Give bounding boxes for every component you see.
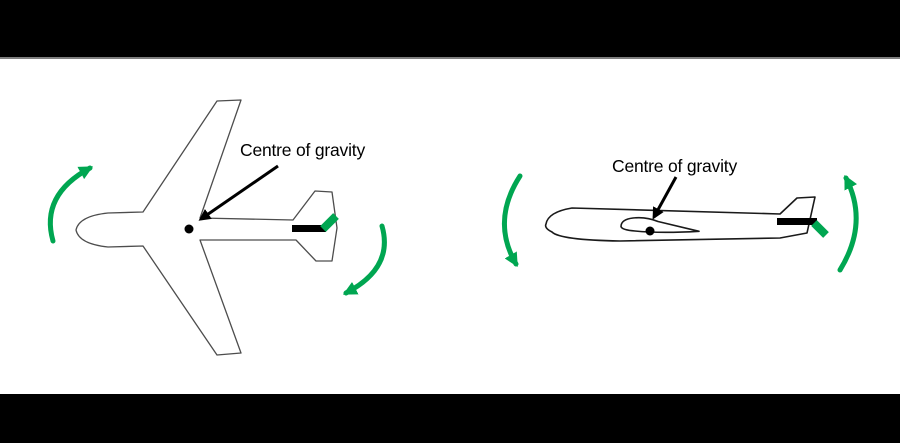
aircraft-top-view-outline (75, 99, 338, 356)
band-divider-line (0, 57, 900, 59)
top-letterbox-band (0, 0, 900, 57)
rudder-deflection-tip (320, 213, 339, 232)
wing-airfoil-section (620, 216, 700, 234)
rudder-bar (292, 225, 326, 232)
yaw-rotation-arrow-tail-icon (342, 223, 387, 296)
aircraft-side-view-outline (544, 196, 816, 242)
pitch-diagram: Centre of gravity (502, 156, 859, 273)
cg-label-left: Centre of gravity (240, 140, 365, 160)
cg-pointer-arrow-right (652, 176, 678, 220)
cg-pointer-arrow-left (198, 164, 279, 221)
pitch-rotation-arrow-tail-icon (837, 174, 859, 273)
yaw-rotation-arrow-nose-icon (47, 165, 94, 244)
bottom-letterbox-band (0, 394, 900, 443)
cg-dot-left (184, 224, 194, 234)
cg-dot-right (645, 226, 655, 236)
yaw-diagram: Centre of gravity (47, 99, 387, 356)
cg-label-right: Centre of gravity (612, 156, 737, 176)
pitch-rotation-arrow-nose-icon (502, 173, 523, 268)
elevator-bar (777, 218, 817, 225)
elevator-deflection-tip (811, 220, 829, 238)
